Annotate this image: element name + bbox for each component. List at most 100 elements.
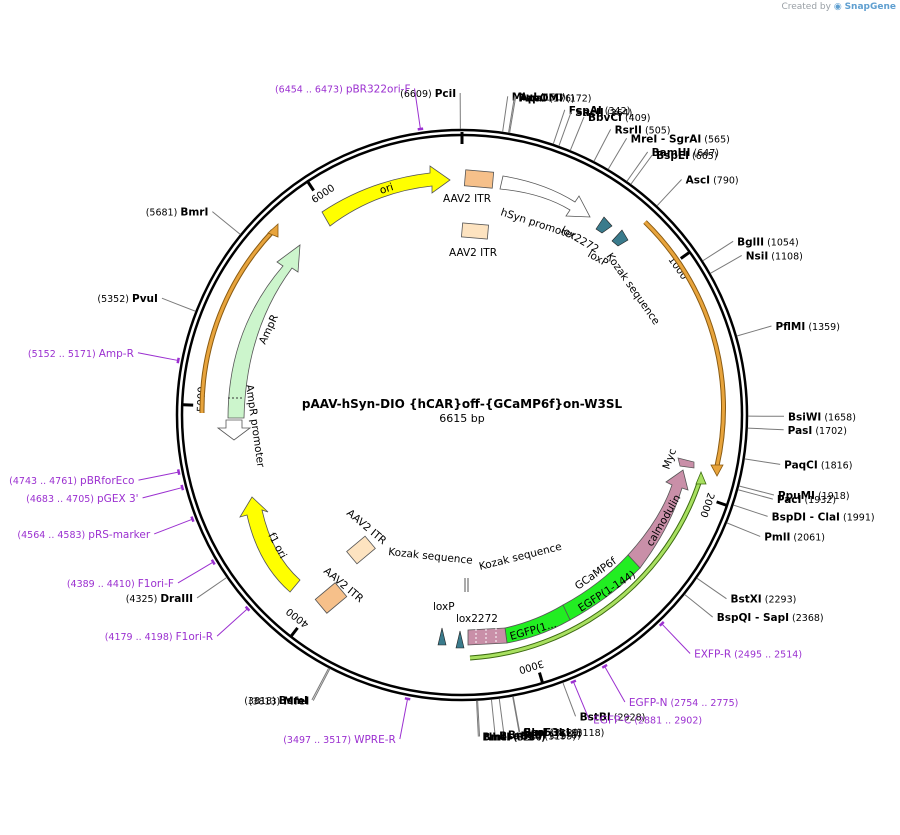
enzyme-label: SacI (3120) (523, 727, 582, 739)
enzyme-site[interactable]: BspEI (665) (630, 150, 718, 185)
enzyme-label: PspOMI (172) (518, 92, 591, 104)
feature-myc[interactable]: Myc (661, 447, 695, 471)
feature-lox-bottom[interactable]: loxP lox2272 (433, 601, 498, 649)
primer-site[interactable]: (4743 .. 4761) pBRforEco (9, 469, 181, 487)
feature-cds-arc-green[interactable] (469, 470, 707, 661)
enzyme-site[interactable]: MreI - SgrAI (565) (607, 133, 730, 170)
enzyme-site[interactable]: NheI (3250) (477, 700, 546, 744)
leader-line (630, 154, 653, 185)
feature-ampr[interactable]: AmpR (227, 244, 301, 419)
enzyme-label: (3813) MfeI (249, 696, 310, 708)
tick-label: 2000 (697, 491, 716, 519)
snapgene-credit: Created by ◉ SnapGene (781, 2, 896, 12)
enzyme-site[interactable]: BsaBI * (3199) (490, 699, 576, 742)
enzyme-label: SacII (364) (575, 107, 632, 119)
primer-site[interactable]: (5152 .. 5171) Amp-R (28, 348, 180, 364)
leader-line (154, 519, 192, 535)
myc-label: Myc (661, 447, 680, 471)
enzyme-site[interactable]: MluI (150) (502, 91, 566, 132)
enzyme-site[interactable]: PacI (1932) (737, 489, 836, 506)
enzyme-site[interactable]: PaqCI (1816) (744, 458, 853, 472)
kozak-bottom-left-label: Kozak sequence (388, 546, 474, 567)
leader-line (196, 577, 227, 599)
enzyme-site[interactable]: BspDI - ClaI (1991) (733, 504, 875, 523)
leader-line (399, 699, 408, 740)
primer-site[interactable]: (4564 .. 4583) pRS-marker (17, 516, 195, 541)
enzyme-label: (5681) BmrI (146, 207, 209, 219)
enzyme-site[interactable]: BstXI (2293) (696, 577, 796, 606)
lox2272-bottom-label: lox2272 (456, 613, 498, 625)
primer-site[interactable]: EXFP-R (2495 .. 2514) (658, 621, 802, 661)
feature-cds-arc-orange[interactable] (643, 220, 726, 477)
enzyme-site[interactable]: BglII (1054) (702, 236, 799, 262)
enzyme-site[interactable]: PpuMI (1918) (738, 485, 850, 502)
feature-f1-ori[interactable]: f1 ori (239, 496, 301, 593)
primer-site[interactable]: (4389 .. 4410) F1ori-F (67, 559, 216, 590)
primer-site[interactable]: (4683 .. 4705) pGEX 3' (26, 484, 185, 505)
calmodulin-label: calmodulin (644, 493, 683, 549)
primer-site[interactable]: (3497 .. 3517) WPRE-R (283, 697, 411, 746)
primer-sites: (6454 .. 6473) pBR322ori-F (5152 .. 5171)… (9, 83, 802, 746)
enzyme-label: PflMI (1359) (775, 321, 839, 333)
leader-line (747, 427, 784, 431)
enzyme-site[interactable]: BamHI (647) (626, 147, 719, 182)
feature-linker[interactable] (467, 627, 508, 646)
enzyme-site[interactable]: (5681) BmrI (146, 207, 241, 235)
enzyme-site[interactable]: SacII (364) (558, 107, 632, 147)
enzyme-label: BmgBI (3170) (508, 729, 581, 741)
enzyme-label: BsaBI * (3199) (499, 730, 576, 742)
leader-line (573, 682, 590, 720)
enzyme-site[interactable]: NsiI (1108) (710, 250, 803, 274)
primer-label: (4389 .. 4410) F1ori-F (67, 578, 174, 590)
enzyme-label: BglII (1054) (737, 236, 799, 248)
enzyme-site[interactable]: BmgBI (3170) (498, 698, 581, 742)
enzyme-site[interactable]: (3818) BsmI (244, 667, 330, 707)
enzyme-site[interactable]: (6609) PciI (400, 88, 461, 130)
enzyme-site[interactable]: SacI (3120) (512, 696, 583, 739)
enzyme-label: BlpI (3119) (523, 727, 581, 739)
feature-aav2-itr-top-inner[interactable]: AAV2 ITR (449, 222, 497, 259)
leader-line (626, 151, 649, 182)
tick-mark (716, 500, 727, 507)
feature-calmodulin[interactable]: calmodulin (627, 469, 689, 569)
feature-kozak-bottom[interactable]: Kozak sequence Kozak sequence (388, 541, 563, 592)
enzyme-site[interactable]: BspQI - SapI (2368) (684, 594, 824, 624)
enzyme-site[interactable]: ApaI (176) (509, 92, 575, 134)
feature-ori[interactable]: ori (321, 165, 451, 227)
primer-label: (4683 .. 4705) pGEX 3' (26, 493, 138, 505)
feature-cds-arc-left[interactable] (199, 223, 279, 414)
enzyme-site[interactable]: FspAI (342) (552, 105, 630, 145)
primer-site[interactable]: EGFP-C (2881 .. 2902) (570, 679, 702, 727)
leader-line (737, 489, 773, 500)
enzyme-label: BbvCI (409) (588, 112, 651, 124)
feature-aav2-itr-bottom[interactable]: AAV2 ITR (314, 565, 366, 614)
primer-mark (658, 621, 665, 627)
primer-label: (3497 .. 3517) WPRE-R (283, 734, 396, 746)
enzyme-site[interactable]: (5352) PvuI (97, 293, 196, 312)
primer-site[interactable]: (4179 .. 4198) F1ori-R (105, 605, 251, 644)
enzyme-label: RsrII (505) (615, 124, 671, 136)
enzyme-label: AscI (790) (686, 174, 739, 186)
leader-line (138, 471, 178, 481)
leader-line (512, 696, 520, 732)
enzyme-site[interactable]: (4325) DraIII (126, 577, 227, 605)
enzyme-site[interactable]: BmtI (3254) (476, 700, 545, 744)
enzyme-site[interactable]: PspOMI (172) (508, 92, 592, 133)
feature-aav2-itr-top[interactable]: AAV2 ITR (443, 169, 495, 205)
leader-line (312, 668, 331, 701)
enzyme-site[interactable]: PasI (1702) (747, 425, 847, 437)
feature-lox-top[interactable]: lox2272 loxP Kozak sequence (559, 216, 662, 327)
primer-label: EXFP-R (2495 .. 2514) (694, 648, 802, 660)
enzyme-label: (5352) PvuI (97, 293, 158, 305)
enzyme-site[interactable]: PflMI (1359) (736, 321, 840, 337)
enzyme-site[interactable]: RsrII (505) (593, 124, 671, 162)
primer-label: (4564 .. 4583) pRS-marker (17, 529, 150, 541)
feature-aav2-itr-bottom-inner[interactable]: AAV2 ITR (344, 507, 389, 565)
enzyme-site[interactable]: (3813) MfeI (249, 668, 331, 708)
primer-site[interactable]: (6454 .. 6473) pBR322ori-F (275, 83, 424, 131)
enzyme-site[interactable]: BsiWI (1658) (747, 411, 856, 423)
enzyme-site[interactable]: AscI (790) (656, 174, 739, 207)
enzyme-site[interactable]: PmlI (2061) (726, 522, 825, 544)
enzyme-site[interactable]: BbvCI (409) (569, 112, 651, 151)
primer-site[interactable]: EGFP-N (2754 .. 2775) (601, 663, 738, 709)
